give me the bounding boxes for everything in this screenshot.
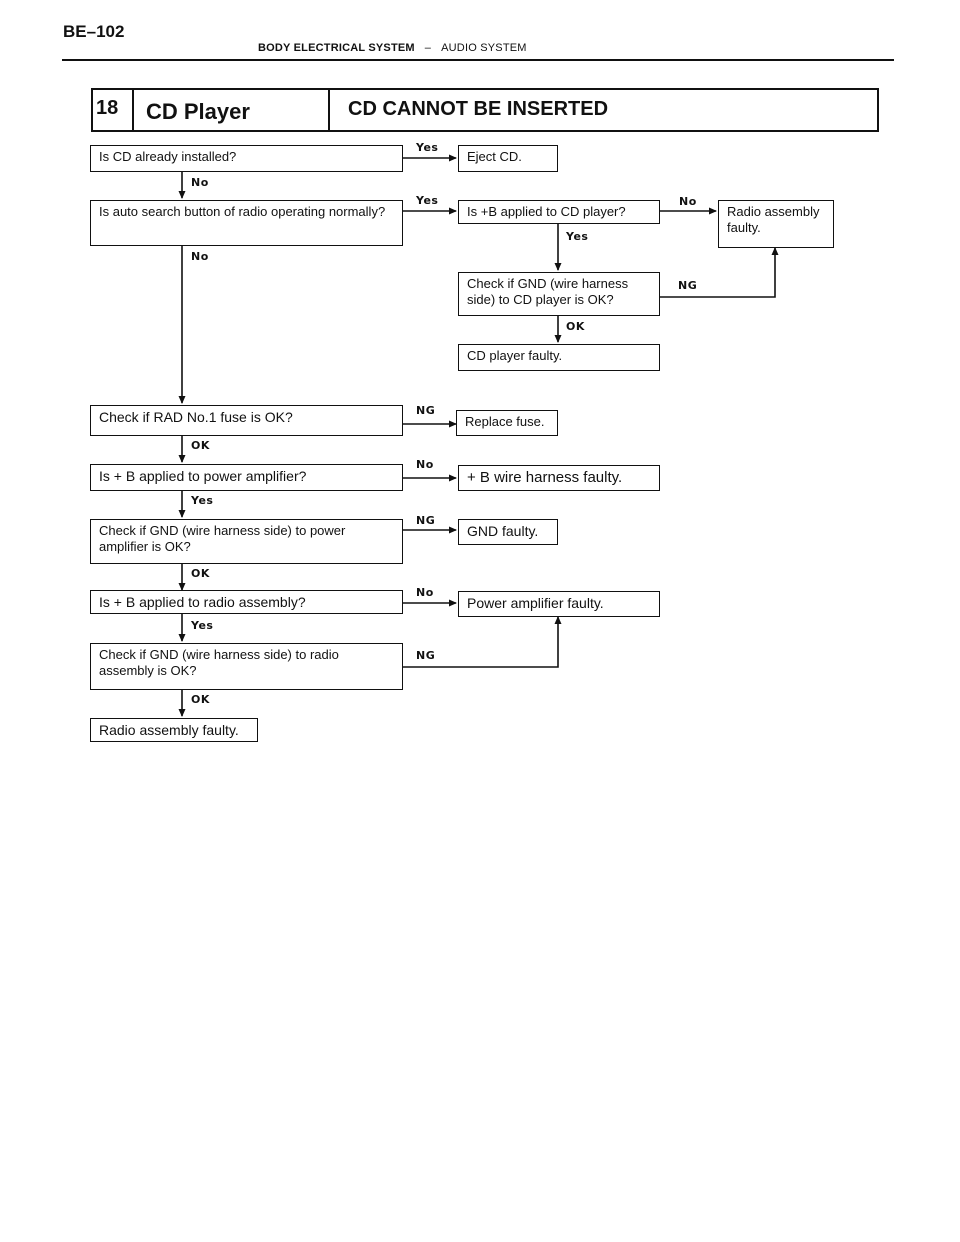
question-b-power-amplifier: Is + B applied to power amplifier?	[90, 464, 403, 491]
label-no: No	[416, 586, 434, 599]
label-no: No	[679, 195, 697, 208]
header-separator: –	[424, 42, 432, 54]
label-yes: Yes	[566, 230, 589, 243]
page-number: BE–102	[63, 22, 125, 41]
result-radio-assembly-faulty-1: Radio assembly faulty.	[718, 200, 834, 248]
label-ok: OK	[191, 567, 210, 580]
result-eject-cd: Eject CD.	[458, 145, 558, 172]
subsection-title: AUDIO SYSTEM	[441, 42, 527, 54]
question-gnd-power-amplifier: Check if GND (wire harness side) to powe…	[90, 519, 403, 564]
label-no: No	[191, 250, 209, 263]
title-divider	[328, 90, 330, 130]
label-no: No	[416, 458, 434, 471]
question-cd-installed: Is CD already installed?	[90, 145, 403, 172]
label-yes: Yes	[416, 141, 439, 154]
label-yes: Yes	[416, 194, 439, 207]
question-auto-search: Is auto search button of radio operating…	[90, 200, 403, 246]
label-yes: Yes	[191, 494, 214, 507]
question-rad-fuse: Check if RAD No.1 fuse is OK?	[90, 405, 403, 436]
label-ng: NG	[416, 514, 436, 527]
question-gnd-radio: Check if GND (wire harness side) to radi…	[90, 643, 403, 690]
running-head: BODY ELECTRICAL SYSTEM–AUDIO SYSTEM	[258, 42, 527, 54]
label-ng: NG	[678, 279, 698, 292]
label-ok: OK	[566, 320, 585, 333]
label-ng: NG	[416, 404, 436, 417]
result-replace-fuse: Replace fuse.	[456, 410, 558, 436]
label-ng: NG	[416, 649, 436, 662]
result-b-wire-harness-faulty: + B wire harness faulty.	[458, 465, 660, 491]
question-gnd-cd-player: Check if GND (wire harness side) to CD p…	[458, 272, 660, 316]
connector-ng-cd-gnd	[660, 247, 779, 298]
title-bar	[91, 88, 879, 132]
question-b-radio: Is + B applied to radio assembly?	[90, 590, 403, 614]
question-b-cd-player: Is +B applied to CD player?	[458, 200, 660, 224]
section-title: BODY ELECTRICAL SYSTEM	[258, 42, 415, 54]
result-radio-assembly-faulty: Radio assembly faulty.	[90, 718, 258, 742]
label-yes: Yes	[191, 619, 214, 632]
title-topic: CD Player	[146, 99, 250, 124]
result-power-amplifier-faulty: Power amplifier faulty.	[458, 591, 660, 617]
label-ok: OK	[191, 439, 210, 452]
result-gnd-faulty: GND faulty.	[458, 519, 558, 545]
header-rule	[62, 59, 894, 61]
label-no: No	[191, 176, 209, 189]
label-ok: OK	[191, 693, 210, 706]
connector-ng-radio-gnd	[403, 616, 562, 668]
title-problem: CD CANNOT BE INSERTED	[348, 98, 609, 120]
result-cd-player-faulty: CD player faulty.	[458, 344, 660, 371]
title-divider	[132, 90, 134, 130]
title-number: 18	[96, 97, 119, 119]
